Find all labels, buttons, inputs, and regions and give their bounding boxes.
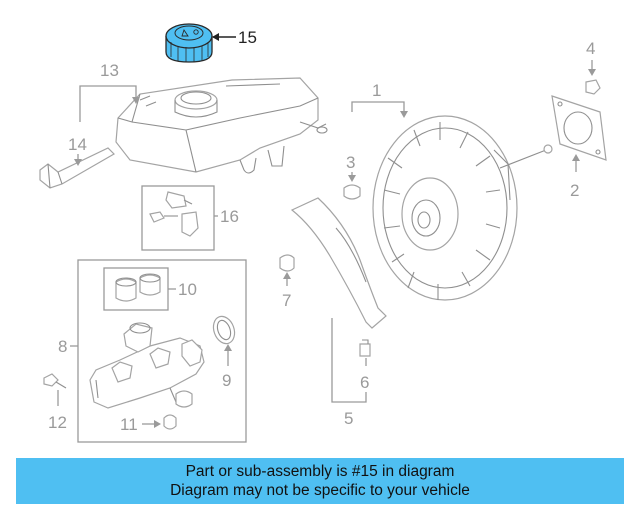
bolt-part-12 — [43, 373, 67, 389]
callout-15: 15 — [212, 28, 257, 47]
callout-5-label: 5 — [344, 409, 353, 428]
heat-shield-part-5 — [290, 197, 387, 329]
clip-part-7 — [279, 254, 295, 272]
callout-3-label: 3 — [346, 153, 355, 172]
callout-6: 6 — [360, 358, 369, 392]
callout-14-label: 14 — [68, 135, 87, 154]
callout-15-label: 15 — [238, 28, 257, 47]
callout-16: 16 — [214, 207, 239, 226]
master-cylinder-box-part-8 — [77, 259, 247, 443]
gasket-part-2 — [551, 95, 607, 161]
callout-14: 14 — [68, 135, 87, 166]
callout-13: 13 — [79, 61, 140, 122]
callout-12-label: 12 — [48, 413, 67, 432]
callout-13-label: 13 — [100, 61, 119, 80]
callout-8-label: 8 — [58, 337, 67, 356]
callout-12: 12 — [48, 390, 67, 432]
callout-4-label: 4 — [586, 39, 595, 58]
info-banner: Part or sub-assembly is #15 in diagram D… — [16, 458, 624, 504]
banner-line-2: Diagram may not be specific to your vehi… — [170, 482, 470, 499]
callout-1: 1 — [351, 81, 408, 118]
callout-16-label: 16 — [220, 207, 239, 226]
callout-9-label: 9 — [222, 371, 231, 390]
callout-2-label: 2 — [570, 181, 579, 200]
sensor-kit-part-16 — [141, 185, 215, 251]
callout-2: 2 — [570, 154, 580, 200]
callout-10: 10 — [168, 280, 197, 299]
callout-6-label: 6 — [360, 373, 369, 392]
callout-7-label: 7 — [282, 291, 291, 310]
banner-line-1: Part or sub-assembly is #15 in diagram — [185, 463, 455, 480]
nut-part-6 — [359, 339, 371, 357]
callout-10-label: 10 — [178, 280, 197, 299]
callout-11-label: 11 — [120, 415, 138, 434]
callout-8: 8 — [58, 337, 78, 356]
callout-5: 5 — [331, 318, 367, 428]
callout-11: 11 — [120, 415, 161, 434]
callout-1-label: 1 — [372, 81, 381, 100]
brake-booster-part-1 — [372, 115, 553, 301]
grommet-part-3 — [343, 184, 361, 200]
seal-part-11 — [163, 414, 177, 430]
callout-7: 7 — [282, 272, 291, 310]
callout-9: 9 — [222, 344, 232, 390]
reservoir-cap-part-15[interactable] — [165, 23, 213, 63]
callout-4: 4 — [586, 39, 596, 76]
nut-part-4 — [585, 79, 601, 95]
callout-3: 3 — [346, 153, 356, 182]
sensor-part-14 — [39, 147, 115, 189]
brake-fluid-reservoir-part-13 — [115, 77, 328, 174]
o-ring-part-9 — [212, 315, 236, 345]
